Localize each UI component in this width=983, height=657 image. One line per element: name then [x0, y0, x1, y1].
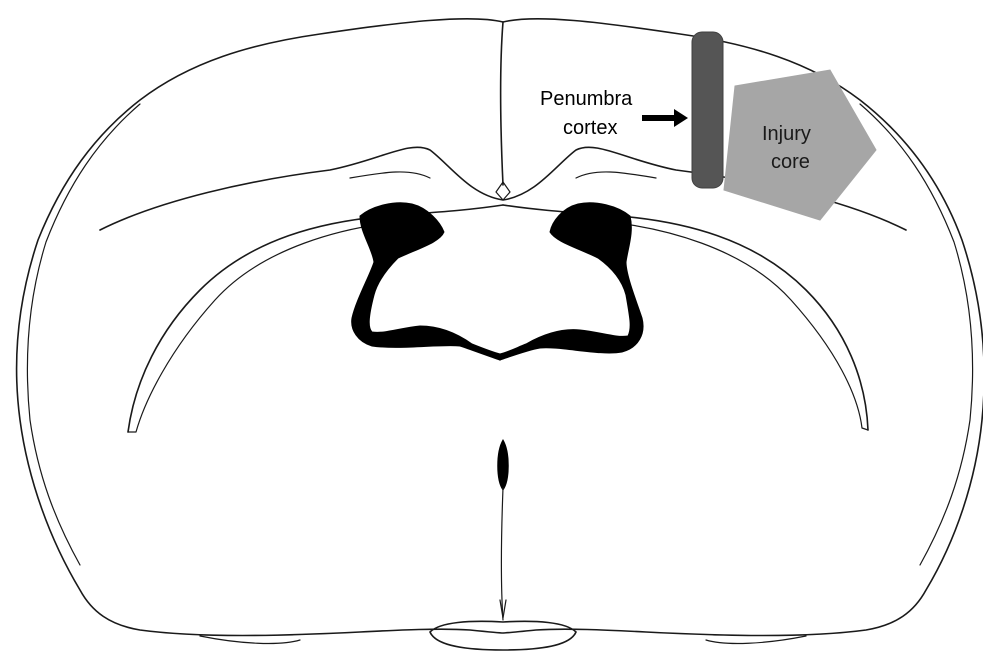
brain-base-left [200, 636, 300, 643]
third-ventricle [498, 440, 509, 490]
callosal-inner-line [350, 172, 430, 178]
midline-fissure-lower [502, 488, 504, 620]
midline-fissure-top [501, 22, 503, 185]
lateral-ventricle-left [352, 203, 500, 360]
brain-inner-outline-right [860, 104, 973, 565]
injury-core-label-line1: Injury [762, 123, 811, 145]
penumbra-label-line2: cortex [563, 117, 617, 139]
brain-base-right [706, 636, 806, 643]
right-arrow-head [674, 109, 688, 127]
penumbra-label-line1: Penumbra [540, 88, 633, 110]
lateral-ventricle-right [500, 203, 643, 360]
injury-core-region [724, 70, 876, 220]
brain-inner-outline [27, 104, 140, 565]
penumbra-cortex-bar [692, 32, 723, 188]
injury-core-label-line2: core [771, 151, 810, 173]
brain-base-lobe [430, 621, 576, 650]
midline-base-mark [500, 600, 506, 618]
callosal-inner-line-right [576, 172, 656, 178]
